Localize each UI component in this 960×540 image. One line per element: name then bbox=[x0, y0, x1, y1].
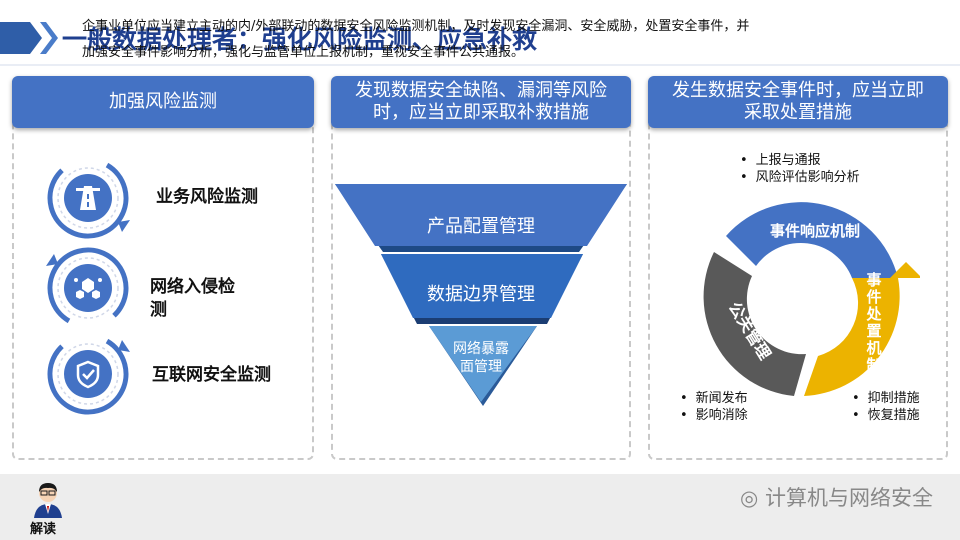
item-label-line1: 网络入侵检 bbox=[150, 277, 235, 297]
ring-segment-blue bbox=[726, 202, 898, 278]
bullets-top: 上报与通报 风险评估影响分析 bbox=[740, 152, 860, 186]
ring-segment-gold bbox=[804, 278, 900, 396]
ring-label-event-handling: 事 件 处 置 机 制 bbox=[866, 271, 882, 374]
avatar-icon bbox=[34, 483, 62, 518]
bullet-item: 影响消除 bbox=[680, 407, 748, 424]
funnel-label-product-config: 产品配置管理 bbox=[427, 216, 535, 237]
ring-segment-gray bbox=[703, 252, 806, 396]
watermark-label: 计算机与网络安全 bbox=[765, 486, 933, 510]
funnel-label-data-boundary: 数据边界管理 bbox=[427, 284, 535, 305]
item-internet-security: 互联网安全监测 bbox=[152, 365, 271, 385]
title-divider bbox=[0, 64, 960, 66]
footer-label: 解读 bbox=[30, 522, 57, 537]
footer-bar bbox=[0, 474, 960, 540]
title-chevron-icon bbox=[0, 22, 58, 54]
highway-road-icon bbox=[47, 157, 130, 239]
incident-response-ring bbox=[703, 202, 920, 396]
funnel-label-line2: 面管理 bbox=[460, 359, 502, 375]
bullet-item: 恢复措施 bbox=[852, 407, 920, 424]
header-remediation: 发现数据安全缺陷、漏洞等风险 时，应当立即采取补救措施 bbox=[331, 76, 631, 128]
header-incident-response: 发生数据安全事件时，应当立即 采取处置措施 bbox=[648, 76, 948, 128]
ring-label-event-response: 事件响应机制 bbox=[769, 222, 860, 240]
item-business-risk: 业务风险监测 bbox=[156, 187, 258, 207]
bullets-right: 抑制措施 恢复措施 bbox=[852, 390, 920, 424]
header-line2: 时，应当立即采取补救措施 bbox=[373, 102, 589, 123]
header-label: 加强风险监测 bbox=[109, 91, 217, 112]
item-intrusion-detection: 网络入侵检 测 bbox=[150, 276, 235, 322]
bullet-item: 抑制措施 bbox=[852, 390, 920, 407]
funnel-label-line1: 网络暴露 bbox=[453, 341, 509, 357]
header-risk-monitoring: 加强风险监测 bbox=[12, 76, 314, 128]
page-title: 一般数据处理者：强化风险监测、应急补救 bbox=[62, 25, 538, 54]
bullet-item: 新闻发布 bbox=[680, 390, 748, 407]
watermark: ◎ 计算机与网络安全 bbox=[740, 482, 933, 512]
wechat-icon: ◎ bbox=[740, 486, 765, 510]
header-line2: 采取处置措施 bbox=[744, 102, 852, 123]
bullet-item: 风险评估影响分析 bbox=[740, 169, 860, 186]
bullet-item: 上报与通报 bbox=[740, 152, 860, 169]
funnel-label-exposure: 网络暴露 面管理 bbox=[431, 340, 531, 376]
shield-check-icon bbox=[47, 333, 130, 415]
funnel-diagram bbox=[335, 184, 627, 406]
network-nodes-icon bbox=[46, 247, 129, 329]
funnel-layer-2 bbox=[381, 254, 583, 318]
funnel-layer-1 bbox=[335, 184, 627, 246]
header-line1: 发现数据安全缺陷、漏洞等风险 bbox=[355, 80, 607, 101]
bullets-left: 新闻发布 影响消除 bbox=[680, 390, 748, 424]
footer-text: 企事业单位应当建立主动的内/外部联动的数据安全风险监测机制，及时发现安全漏洞、安… bbox=[82, 19, 750, 60]
item-label-line2: 测 bbox=[150, 300, 167, 320]
header-line1: 发生数据安全事件时，应当立即 bbox=[672, 80, 924, 101]
funnel-layer-3 bbox=[429, 326, 537, 402]
